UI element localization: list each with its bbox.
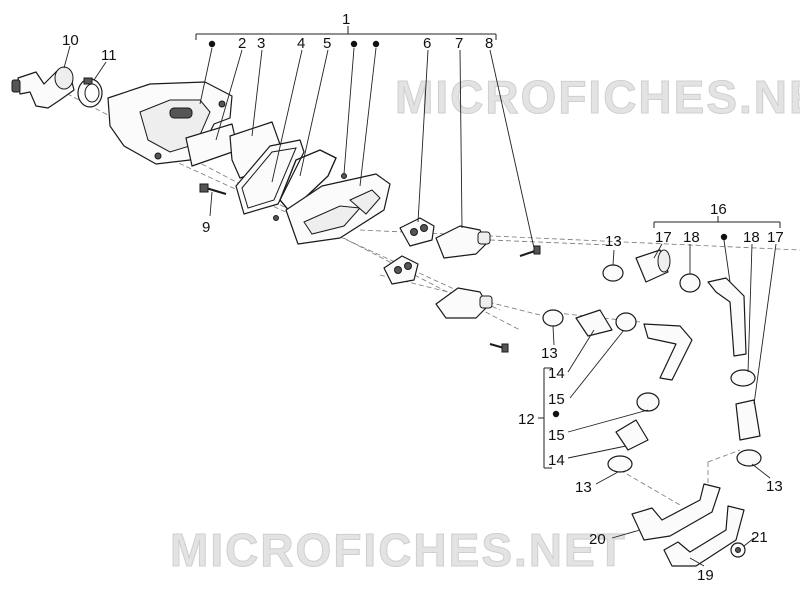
- watermark-top: MICROFICHES.NET: [395, 71, 800, 123]
- part-7-reed-valves: [435, 225, 493, 319]
- part-6-grommets: [383, 217, 435, 285]
- label-part-16: 16: [710, 201, 727, 218]
- label-part-6: 6: [423, 35, 431, 52]
- part-19-20-brackets: [631, 483, 745, 567]
- label-part-3: 3: [257, 35, 265, 52]
- group-bracket-16: [653, 216, 781, 228]
- label-part-17-left: 17: [655, 229, 672, 246]
- label-part-11: 11: [101, 47, 117, 64]
- group-bracket-1: [195, 26, 497, 40]
- part-17-sleeves: [635, 249, 761, 441]
- part-11-hose-clamp: [77, 77, 103, 108]
- group-bracket-12: [538, 367, 552, 469]
- label-part-10: 10: [62, 32, 79, 49]
- part-8-screws: [489, 245, 541, 353]
- part-18-clamps: [679, 273, 756, 387]
- part-21-bolt: [730, 542, 746, 558]
- label-part-20: 20: [589, 531, 606, 548]
- label-part-2: 2: [238, 35, 246, 52]
- part-16-hose: [707, 277, 747, 357]
- label-part-18-right: 18: [743, 229, 760, 246]
- part-12-hose: [643, 323, 693, 381]
- label-part-14-top: 14: [548, 365, 565, 382]
- watermark-bottom: MICROFICHES.NET: [170, 524, 627, 576]
- label-part-15-bottom: 15: [548, 427, 565, 444]
- part-13-clamps: [542, 264, 762, 473]
- label-part-13-top: 13: [605, 233, 622, 250]
- part-9-screw: [199, 183, 227, 195]
- group-bullets: [208, 40, 728, 418]
- label-part-18-left: 18: [683, 229, 700, 246]
- label-part-7: 7: [455, 35, 463, 52]
- label-part-13-right: 13: [766, 478, 783, 495]
- label-part-14-bottom: 14: [548, 452, 565, 469]
- label-part-12: 12: [518, 411, 535, 428]
- leader-lines: [63, 45, 777, 567]
- label-part-1: 1: [342, 11, 350, 28]
- label-part-13-bottom: 13: [575, 479, 592, 496]
- label-part-21: 21: [751, 529, 768, 546]
- part-number-labels: 1 2 3 4 5 6 7 8 9 10 11 12 13 13 13 13 1…: [62, 11, 784, 584]
- part-10-elbow-connector: [11, 66, 75, 109]
- label-part-13-mid: 13: [541, 345, 558, 362]
- label-part-5: 5: [323, 35, 331, 52]
- label-part-19: 19: [697, 567, 714, 584]
- label-part-9: 9: [202, 219, 210, 236]
- label-part-15-top: 15: [548, 391, 565, 408]
- part-14-15-sleeves: [575, 309, 660, 451]
- label-part-8: 8: [485, 35, 493, 52]
- part-4-gasket: [235, 139, 305, 215]
- label-part-17-right: 17: [767, 229, 784, 246]
- label-part-4: 4: [297, 35, 305, 52]
- part-intake-body: [285, 173, 391, 245]
